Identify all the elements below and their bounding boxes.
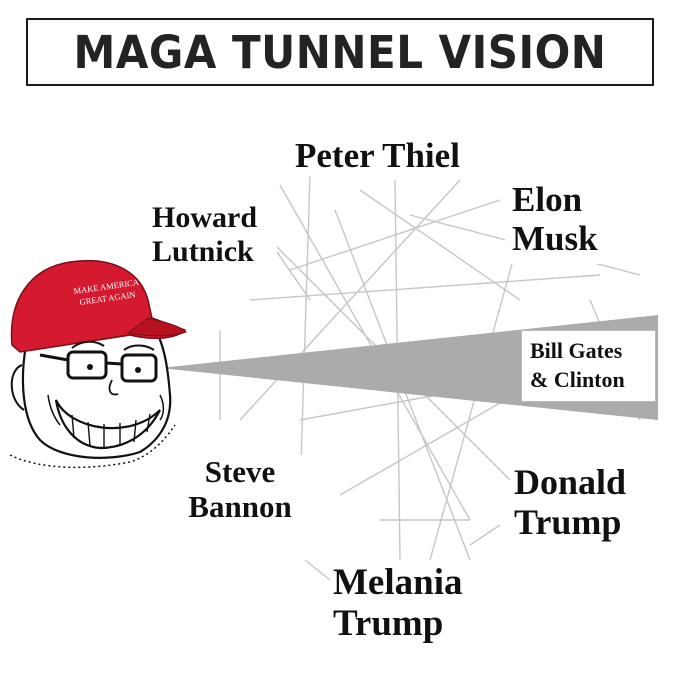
title-text: MAGA TUNNEL VISION	[73, 25, 607, 79]
bill-gates-clinton-box: Bill Gates & Clinton	[521, 330, 656, 402]
wojak-character: MAKE AMERICA GREAT AGAIN	[9, 259, 187, 469]
name-clinton: & Clinton	[530, 367, 625, 392]
name-elon-musk-line-1: Elon	[512, 180, 583, 219]
name-howard-lutnick-line-2: Lutnick	[152, 234, 254, 268]
name-donald-trump: Donald Trump	[514, 462, 626, 543]
name-backdrops	[145, 138, 642, 650]
name-donald-trump-line-2: Trump	[514, 502, 622, 543]
name-donald-trump-line-1: Donald	[514, 462, 627, 502]
name-elon-musk-line-2: Musk	[512, 219, 598, 259]
name-melania-trump-line-2: Trump	[333, 603, 444, 645]
name-howard-lutnick-line-1: Howard	[152, 201, 257, 234]
name-bill-gates: Bill Gates	[530, 338, 623, 364]
name-melania-trump-line-1: Melania	[333, 562, 463, 603]
title-banner: MAGA TUNNEL VISION	[26, 18, 654, 86]
name-howard-lutnick: Howard Lutnick	[152, 201, 257, 268]
name-steve-bannon-line-2: Bannon	[188, 488, 292, 524]
name-elon-musk: Elon Musk	[512, 180, 598, 258]
name-steve-bannon: Steve Bannon	[178, 454, 302, 524]
name-melania-trump: Melania Trump	[333, 562, 462, 645]
name-steve-bannon-line-1: Steve	[204, 454, 276, 489]
name-peter-thiel: Peter Thiel	[295, 136, 460, 175]
